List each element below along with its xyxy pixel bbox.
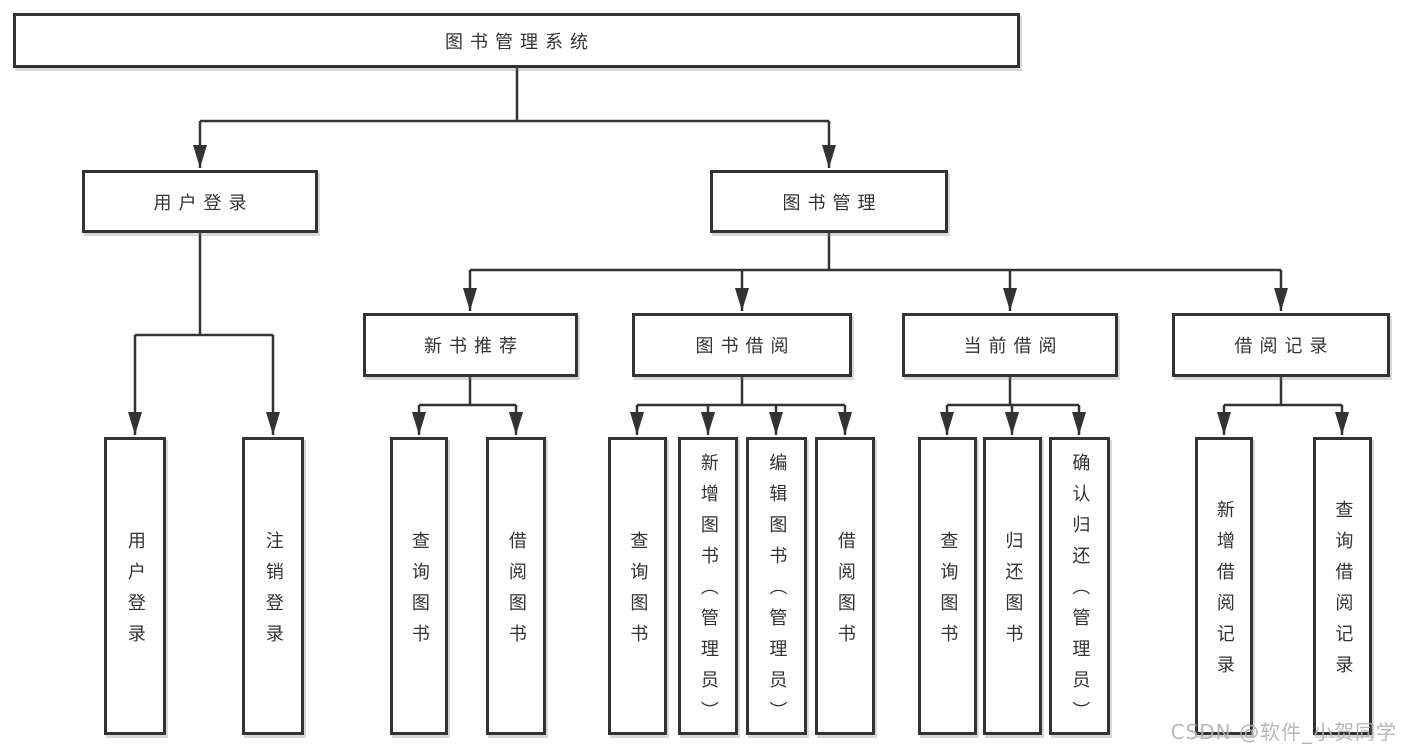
leaf-borrow-books-recommend: 借阅图书 [486,437,546,735]
leaf-user-login: 用户登录 [104,437,166,735]
connector-new-book-children [412,377,523,435]
leaf-borrow-books-borrow: 借阅图书 [815,437,875,735]
leaf-add-borrow-record: 新增借阅记录 [1195,437,1253,735]
node-new-book-recommend-label: 新书推荐 [424,336,524,357]
leaf-query-books-borrow: 查询图书 [608,437,667,735]
node-user-login: 用户登录 [82,170,318,233]
node-book-borrow-label: 图书借阅 [695,336,796,357]
connector-current-borrow-children [940,377,1086,435]
leaf-query-borrow-record-label: 查询借阅记录 [1332,499,1354,686]
leaf-query-books-recommend: 查询图书 [390,437,448,735]
node-current-borrow-label: 当前借阅 [963,336,1064,357]
leaf-borrow-books-borrow-label: 借阅图书 [834,530,856,655]
leaf-confirm-return-admin: 确认归还（管理员） [1049,437,1110,735]
leaf-add-book-admin-label: 新增图书（管理员） [697,453,719,732]
node-borrow-record: 借阅记录 [1172,313,1390,377]
leaf-edit-book-admin-label: 编辑图书（管理员） [766,453,788,732]
leaf-query-borrow-record: 查询借阅记录 [1313,437,1372,735]
connector-root-to-level2 [193,68,836,168]
leaf-borrow-books-recommend-label: 借阅图书 [505,530,527,655]
leaf-confirm-return-admin-label: 确认归还（管理员） [1069,453,1091,732]
leaf-add-borrow-record-label: 新增借阅记录 [1213,499,1235,686]
leaf-logout: 注销登录 [242,437,304,735]
connector-borrow-record-children [1217,377,1349,435]
leaf-query-books-current-label: 查询图书 [937,530,959,655]
node-book-management: 图书管理 [710,170,948,233]
leaf-logout-label: 注销登录 [262,530,284,655]
leaf-return-books: 归还图书 [983,437,1042,735]
leaf-edit-book-admin: 编辑图书（管理员） [746,437,807,735]
node-book-borrow: 图书借阅 [632,313,852,377]
node-current-borrow: 当前借阅 [902,313,1118,377]
leaf-add-book-admin: 新增图书（管理员） [678,437,738,735]
connector-book-mgmt-children [463,233,1288,311]
node-root-label: 图书管理系统 [445,31,595,53]
node-user-login-label: 用户登录 [153,192,254,214]
node-new-book-recommend: 新书推荐 [363,313,578,377]
connector-user-login-children [128,233,280,435]
leaf-query-books-recommend-label: 查询图书 [408,530,430,655]
node-root-system: 图书管理系统 [13,13,1020,68]
leaf-query-books-borrow-label: 查询图书 [627,530,649,655]
node-borrow-record-label: 借阅记录 [1234,336,1335,357]
watermark: CSDN @软件_小贺同学 [1170,720,1397,744]
connector-book-borrow-children [630,377,852,435]
leaf-query-books-current: 查询图书 [918,437,977,735]
node-book-management-label: 图书管理 [782,192,883,214]
leaf-return-books-label: 归还图书 [1002,530,1024,655]
leaf-user-login-label: 用户登录 [124,530,146,655]
